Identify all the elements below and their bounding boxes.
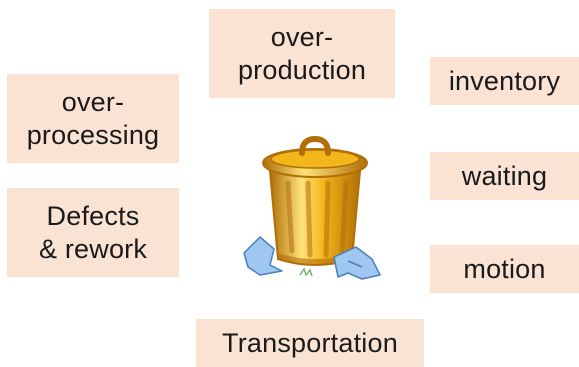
overprocessing-line-1: over- xyxy=(61,86,125,117)
inventory-box: inventory xyxy=(430,57,579,105)
transportation-line-1: Transportation xyxy=(222,327,398,358)
waiting-line-1: waiting xyxy=(461,160,548,191)
defects-box: Defects & rework xyxy=(7,188,179,277)
overprocessing-line-2: processing xyxy=(26,119,160,150)
overproduction-line-1: over- xyxy=(270,21,334,52)
waiting-box: waiting xyxy=(430,152,579,200)
overprocessing-text: over- processing xyxy=(27,86,160,152)
motion-box: motion xyxy=(430,245,579,293)
transportation-text: Transportation xyxy=(222,327,398,360)
inventory-line-1: inventory xyxy=(448,65,561,96)
transportation-box: Transportation xyxy=(196,319,424,367)
trash-can-icon xyxy=(230,125,400,290)
inventory-text: inventory xyxy=(449,65,560,98)
overproduction-line-2: production xyxy=(237,54,367,85)
defects-line-2: & rework xyxy=(38,233,148,264)
defects-line-1: Defects xyxy=(46,200,140,231)
overprocessing-box: over- processing xyxy=(7,74,179,163)
motion-text: motion xyxy=(463,253,545,286)
defects-text: Defects & rework xyxy=(39,200,147,266)
overproduction-box: over- production xyxy=(209,9,395,98)
motion-line-1: motion xyxy=(463,253,546,284)
overproduction-text: over- production xyxy=(238,21,366,87)
waiting-text: waiting xyxy=(462,160,547,193)
